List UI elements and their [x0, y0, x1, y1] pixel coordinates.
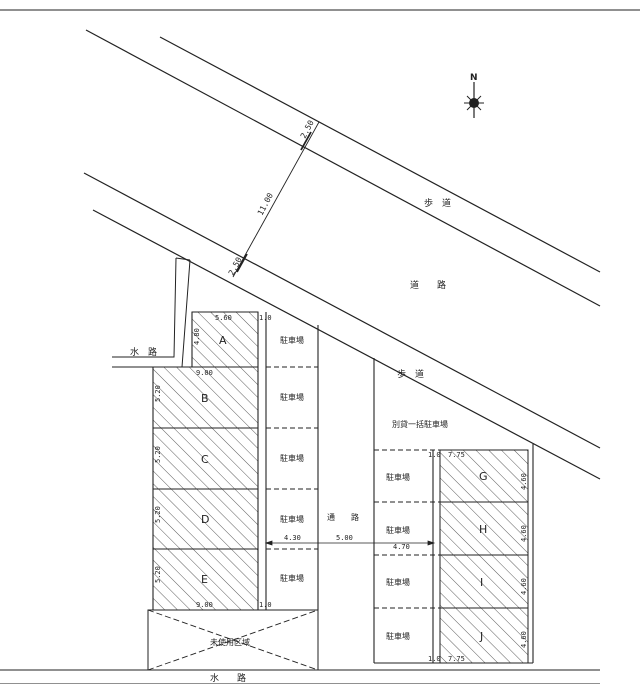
plot-i-height: 4.60	[520, 578, 528, 595]
parking-label-5: 駐車場	[280, 573, 304, 583]
parking-label-2: 駐車場	[280, 392, 304, 402]
left-parking-dividers	[266, 366, 318, 550]
plot-g	[439, 449, 529, 503]
plot-g-height: 4.60	[520, 473, 528, 490]
plot-h	[439, 501, 529, 556]
parking-label-6: 駐車場	[386, 472, 410, 482]
lane-width: 5.00	[336, 534, 353, 542]
plot-label-a: A	[219, 334, 227, 347]
plot-label-i: I	[480, 576, 483, 589]
plot-label-b: B	[201, 392, 209, 405]
waterway-bottom-label: 水 路	[210, 672, 246, 684]
parking-label-1: 駐車場	[280, 335, 304, 345]
sidewalk-width-top: 2.50	[299, 119, 316, 140]
right-plots	[439, 449, 529, 664]
plot-label-d: D	[201, 513, 209, 526]
waterway-left-label: 水 路	[130, 346, 157, 358]
plot-a-width: 5.60	[215, 314, 232, 322]
plot-e-width: 9.00	[196, 601, 213, 609]
parking-label-9: 駐車場	[386, 631, 410, 641]
plot-a-height: 4.80	[193, 328, 201, 345]
lane-label: 通 路	[327, 512, 359, 522]
sidewalk-label-bottom: 歩 道	[397, 368, 424, 380]
plot-c-height: 5.20	[154, 446, 162, 463]
plot-a	[191, 311, 259, 368]
road-width-dimension: 11.00	[256, 191, 275, 217]
north-arrow-icon: N	[464, 73, 484, 118]
right-parking-width: 4.70	[393, 543, 410, 551]
plot-j-width: 7.75	[448, 655, 465, 663]
sidewalk-width-bottom: 2.50	[227, 256, 244, 277]
road-dimension-line	[232, 121, 320, 278]
plot-b-height: 5.20	[154, 385, 162, 402]
plot-b-width: 9.00	[196, 369, 213, 377]
road-lines	[83, 29, 601, 480]
plot-label-h: H	[479, 523, 487, 536]
right-plot-labels: G H I J	[479, 470, 488, 643]
plot-j	[439, 607, 529, 664]
left-parking-labels: 駐車場 駐車場 駐車場 駐車場 駐車場	[280, 335, 304, 583]
road-label: 道 路	[410, 279, 446, 291]
plot-e-height: 5.20	[154, 566, 162, 583]
separate-parking-label: 別貸一括駐車場	[392, 419, 448, 429]
lane-dimension-line	[264, 540, 436, 546]
unused-area-label: 未使用区域	[210, 637, 250, 647]
plot-label-c: C	[201, 453, 209, 466]
plot-e-gap: 1.0	[259, 601, 272, 609]
right-lot-outline	[373, 358, 534, 664]
plot-label-g: G	[479, 470, 488, 483]
plot-a-gap: 1.0	[259, 314, 272, 322]
left-plot-labels: A B C D E	[201, 334, 227, 586]
plot-i	[439, 554, 529, 609]
sidewalk-label-top: 歩 道	[424, 197, 451, 209]
plot-label-e: E	[201, 573, 208, 586]
right-parking-labels: 駐車場 駐車場 駐車場 駐車場	[386, 472, 410, 641]
plot-e	[152, 548, 259, 611]
plot-g-width: 7.75	[448, 451, 465, 459]
plot-d-height: 5.20	[154, 506, 162, 523]
left-parking-width: 4.30	[284, 534, 301, 542]
plot-j-gap: 1.0	[428, 655, 441, 663]
waterway-bottom-channel	[0, 669, 600, 684]
left-plots	[152, 311, 259, 611]
svg-text:N: N	[470, 73, 478, 83]
parking-label-4: 駐車場	[280, 514, 304, 524]
plot-c	[152, 427, 259, 490]
right-parking-dividers	[374, 501, 440, 609]
parking-label-3: 駐車場	[280, 453, 304, 463]
plot-label-j: J	[479, 630, 483, 643]
parking-label-7: 駐車場	[386, 525, 410, 535]
plot-j-height: 4.60	[520, 631, 528, 648]
parking-label-8: 駐車場	[386, 577, 410, 587]
plot-g-gap: 1.0	[428, 451, 441, 459]
plot-h-height: 4.60	[520, 525, 528, 542]
